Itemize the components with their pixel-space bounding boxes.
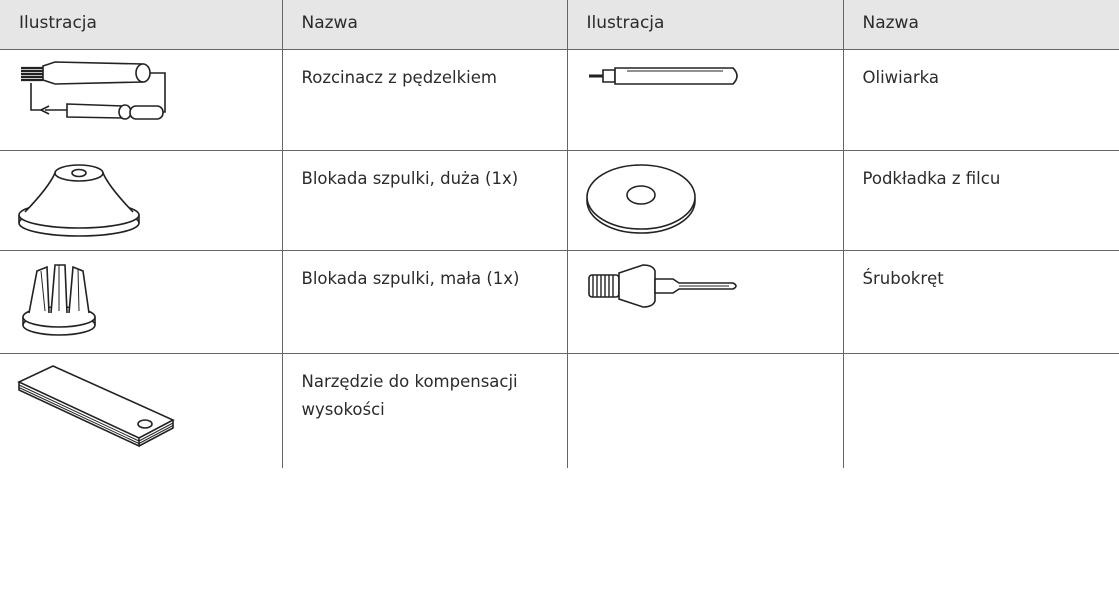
item-name: Blokada szpulki, duża (1x) xyxy=(281,149,568,251)
illustration-cell xyxy=(0,352,283,468)
felt-pad-icon xyxy=(585,163,696,234)
illustration-cell xyxy=(0,149,283,251)
table-row: Rozcinacz z pędzelkiem Oliwiarka xyxy=(0,48,1119,151)
item-name: Śrubokręt xyxy=(842,249,1119,354)
spool-cap-large-icon xyxy=(18,163,140,237)
item-name xyxy=(842,352,1119,468)
item-name: Rozcinacz z pędzelkiem xyxy=(281,48,568,151)
item-name: Narzędzie do kompensacji wysokości xyxy=(281,352,568,468)
spool-cap-small-icon xyxy=(22,263,96,336)
illustration-cell xyxy=(566,352,844,468)
header-name-1: Nazwa xyxy=(281,0,568,50)
table-row: Blokada szpulki, duża (1x) Podkładka z f… xyxy=(0,149,1119,251)
header-illustration-1: Ilustracja xyxy=(0,0,283,50)
item-name: Oliwiarka xyxy=(842,48,1119,151)
header-row: Ilustracja Nazwa Ilustracja Nazwa xyxy=(0,0,1119,50)
accessories-table: Ilustracja Nazwa Ilustracja Nazwa xyxy=(0,0,1119,468)
screwdriver-icon xyxy=(587,263,737,308)
item-name: Podkładka z filcu xyxy=(842,149,1119,251)
illustration-cell xyxy=(0,48,283,151)
table-row: Narzędzie do kompensacji wysokości xyxy=(0,352,1119,468)
table-row: Blokada szpulki, mała (1x) Śrubokręt xyxy=(0,249,1119,354)
illustration-cell xyxy=(566,48,844,151)
height-compensation-tool-icon xyxy=(17,364,175,447)
illustration-cell xyxy=(0,249,283,354)
illustration-cell xyxy=(566,249,844,354)
header-name-2: Nazwa xyxy=(842,0,1119,50)
oiler-icon xyxy=(588,66,738,85)
illustration-cell xyxy=(566,149,844,251)
header-illustration-2: Ilustracja xyxy=(566,0,844,50)
item-name: Blokada szpulki, mała (1x) xyxy=(281,249,568,354)
seam-ripper-with-brush-icon xyxy=(21,60,166,120)
